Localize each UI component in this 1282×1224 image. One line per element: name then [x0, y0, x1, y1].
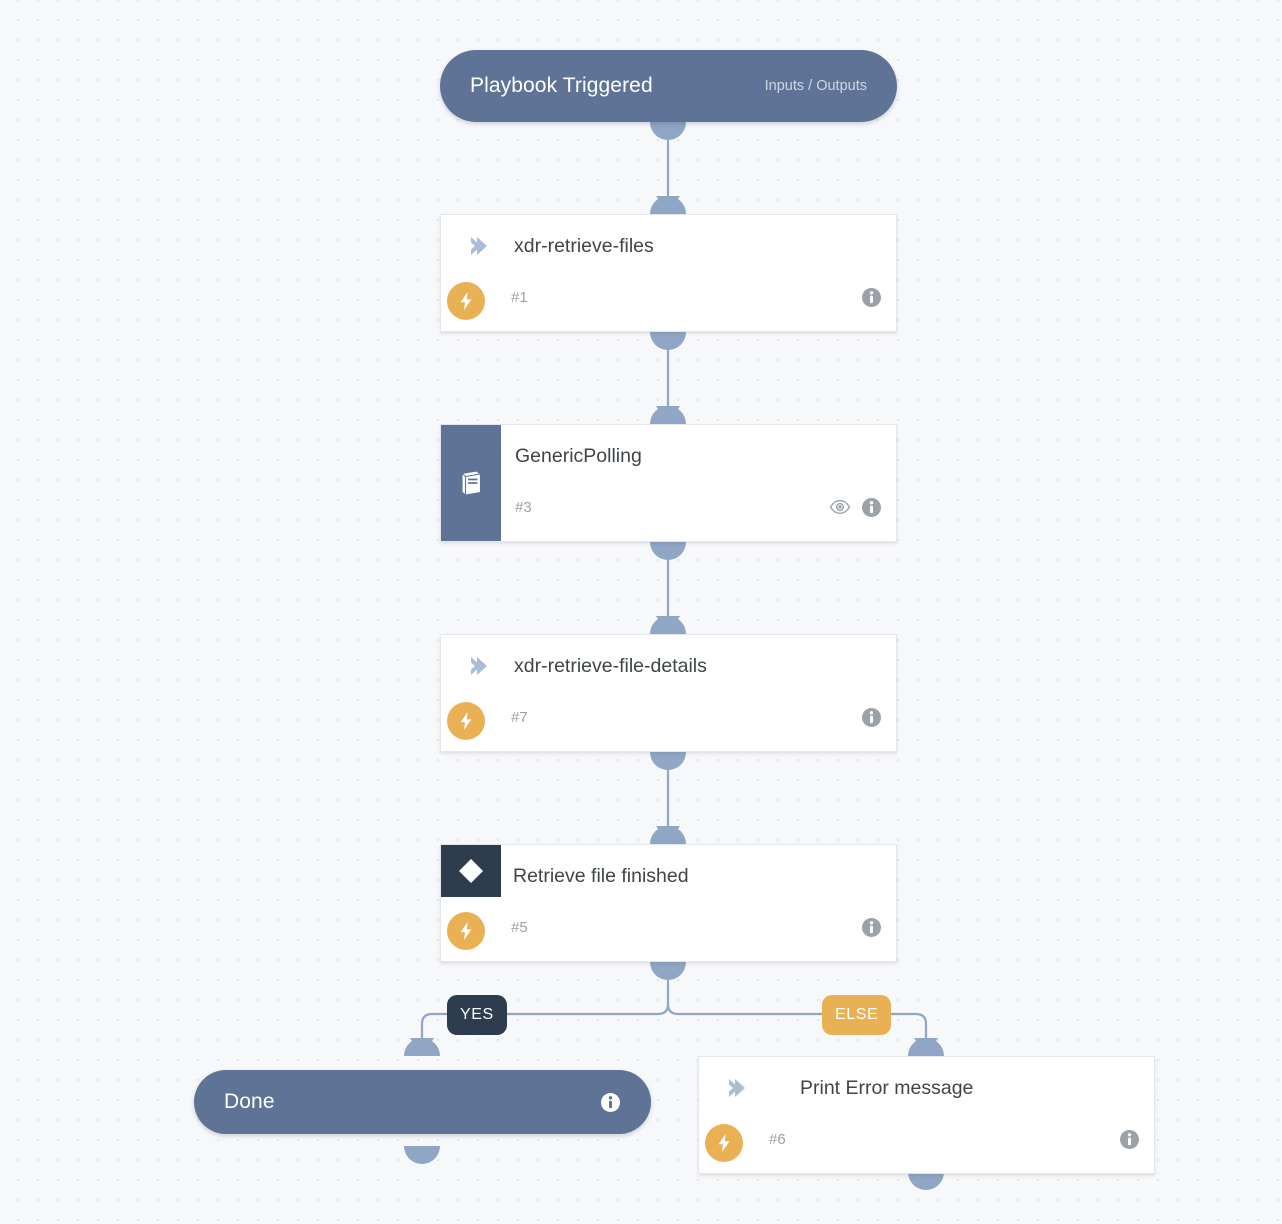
port-in-done	[404, 1038, 440, 1056]
lightning-bolt-icon	[705, 1124, 743, 1162]
task-3-title: xdr-retrieve-file-details	[514, 654, 707, 677]
port-in-task1	[650, 196, 686, 214]
chevron-icon	[466, 233, 496, 259]
print-error-foot-right	[1119, 1129, 1140, 1150]
port-out-print-error	[908, 1172, 944, 1190]
task-3-head: xdr-retrieve-file-details	[441, 635, 896, 697]
task-2-number: #3	[515, 498, 532, 516]
node-task-2[interactable]: GenericPolling #3	[440, 424, 897, 542]
branch-yes-text: YES	[460, 1006, 494, 1023]
print-error-foot: #6	[699, 1119, 1154, 1162]
arrowhead-yes	[410, 1038, 434, 1056]
node-playbook-triggered[interactable]: Playbook Triggered Inputs / Outputs	[440, 50, 897, 122]
port-out-task1	[650, 332, 686, 350]
port-in-task3	[650, 616, 686, 634]
node-condition[interactable]: Retrieve file finished #5	[440, 844, 897, 962]
port-in-condition	[650, 826, 686, 844]
lightning-bolt-icon	[447, 282, 485, 320]
task-1-title: xdr-retrieve-files	[514, 234, 654, 257]
lightning-bolt-icon	[447, 912, 485, 950]
info-icon[interactable]	[1119, 1129, 1140, 1150]
diamond-icon	[456, 856, 486, 886]
task-3-number: #7	[511, 708, 528, 726]
port-out-task3	[650, 752, 686, 770]
condition-head: Retrieve file finished	[441, 845, 896, 907]
task-3-foot-right	[861, 707, 882, 728]
done-right	[600, 1092, 621, 1113]
node-task-1[interactable]: xdr-retrieve-files #1	[440, 214, 897, 332]
condition-body: Retrieve file finished #5	[441, 845, 896, 961]
task-1-foot: #1	[441, 277, 896, 320]
done-title: Done	[224, 1090, 275, 1113]
condition-foot-right	[861, 917, 882, 938]
task-2-title: GenericPolling	[515, 444, 642, 467]
arrowhead-task2	[656, 406, 680, 424]
port-in-task2	[650, 406, 686, 424]
node-done[interactable]: Done	[194, 1070, 651, 1134]
info-icon[interactable]	[861, 707, 882, 728]
arrowhead-condition	[656, 826, 680, 844]
task-2-foot: #3	[501, 487, 896, 527]
node-task-3[interactable]: xdr-retrieve-file-details #7	[440, 634, 897, 752]
task-2-foot-right	[829, 497, 882, 518]
task-1-foot-right	[861, 287, 882, 308]
condition-number: #5	[511, 918, 528, 936]
arrowhead-task3	[656, 616, 680, 634]
arrowhead-else	[914, 1038, 938, 1056]
info-icon[interactable]	[861, 917, 882, 938]
task-3-body: xdr-retrieve-file-details #7	[441, 635, 896, 751]
playbook-triggered-right: Inputs / Outputs	[765, 78, 867, 94]
condition-icon-block	[441, 845, 501, 897]
task-3-foot: #7	[441, 697, 896, 740]
print-error-body: Print Error message #6	[699, 1057, 1154, 1173]
playbook-triggered-title: Playbook Triggered	[470, 74, 653, 97]
info-icon[interactable]	[861, 287, 882, 308]
arrowhead-task1	[656, 196, 680, 214]
lightning-bolt-icon	[447, 702, 485, 740]
eye-icon[interactable]	[829, 499, 851, 515]
task-1-body: xdr-retrieve-files #1	[441, 215, 896, 331]
port-out-task2	[650, 542, 686, 560]
task-1-number: #1	[511, 288, 528, 306]
print-error-number: #6	[769, 1130, 786, 1148]
print-error-head: Print Error message	[699, 1057, 1154, 1119]
condition-title: Retrieve file finished	[513, 864, 689, 887]
port-in-print-error	[908, 1038, 944, 1056]
print-error-title: Print Error message	[800, 1076, 974, 1099]
branch-label-yes[interactable]: YES	[447, 995, 507, 1035]
branch-label-else[interactable]: ELSE	[822, 995, 892, 1035]
port-out-start	[650, 122, 686, 140]
node-print-error[interactable]: Print Error message #6	[698, 1056, 1155, 1174]
branch-else-text: ELSE	[835, 1006, 879, 1023]
task-2-body: GenericPolling #3	[501, 425, 896, 541]
info-icon[interactable]	[600, 1092, 621, 1113]
port-out-condition	[650, 962, 686, 980]
info-icon[interactable]	[861, 497, 882, 518]
book-icon	[456, 468, 486, 498]
chevron-icon	[724, 1075, 754, 1101]
chevron-icon	[466, 653, 496, 679]
task-2-sidebar	[441, 425, 501, 541]
inputs-outputs-label[interactable]: Inputs / Outputs	[764, 78, 867, 94]
task-1-head: xdr-retrieve-files	[441, 215, 896, 277]
condition-foot: #5	[441, 907, 896, 950]
task-2-head: GenericPolling	[501, 425, 896, 487]
port-out-done	[404, 1146, 440, 1164]
